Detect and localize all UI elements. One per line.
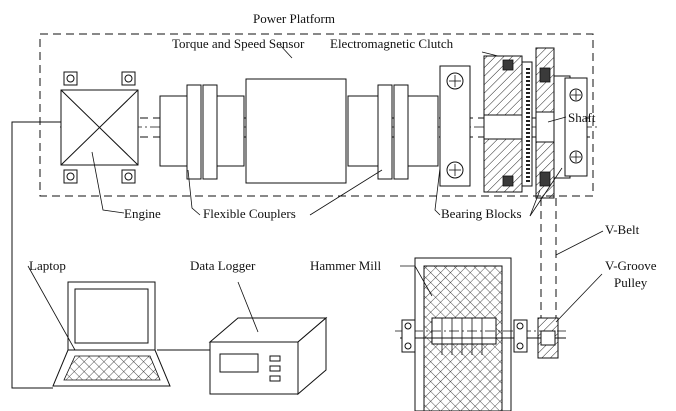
laptop: [52, 281, 171, 387]
label-pulley: Pulley: [614, 275, 648, 290]
electromagnetic-clutch: [483, 55, 533, 193]
label-data-logger: Data Logger: [190, 258, 256, 273]
v-belt: [540, 198, 557, 318]
signal-wiring: [11, 121, 210, 389]
hammer-mill: [395, 257, 566, 411]
label-shaft: Shaft: [568, 110, 596, 125]
label-power-platform: Power Platform: [253, 11, 335, 26]
leader-lines: [27, 44, 604, 351]
label-engine: Engine: [124, 206, 161, 221]
label-hammer-mill: Hammer Mill: [310, 258, 382, 273]
flexible-coupler-1: [159, 84, 245, 180]
label-bearing-blocks: Bearing Blocks: [441, 206, 522, 221]
flexible-coupler-2: [347, 84, 439, 180]
label-v-belt: V-Belt: [605, 222, 640, 237]
bearing-block-2: [564, 77, 588, 177]
label-electromagnetic-clutch: Electromagnetic Clutch: [330, 36, 454, 51]
torque-speed-sensor: [244, 78, 347, 184]
engine: [60, 71, 139, 184]
bearing-block-1: [439, 65, 471, 187]
power-platform-boundary: [39, 33, 594, 197]
label-laptop: Laptop: [29, 258, 66, 273]
v-groove-pulley: [537, 317, 559, 359]
label-flexible-couplers: Flexible Couplers: [203, 206, 296, 221]
label-torque-speed-sensor: Torque and Speed Sensor: [172, 36, 305, 51]
label-v-groove: V-Groove: [605, 258, 657, 273]
data-logger: [208, 316, 328, 396]
